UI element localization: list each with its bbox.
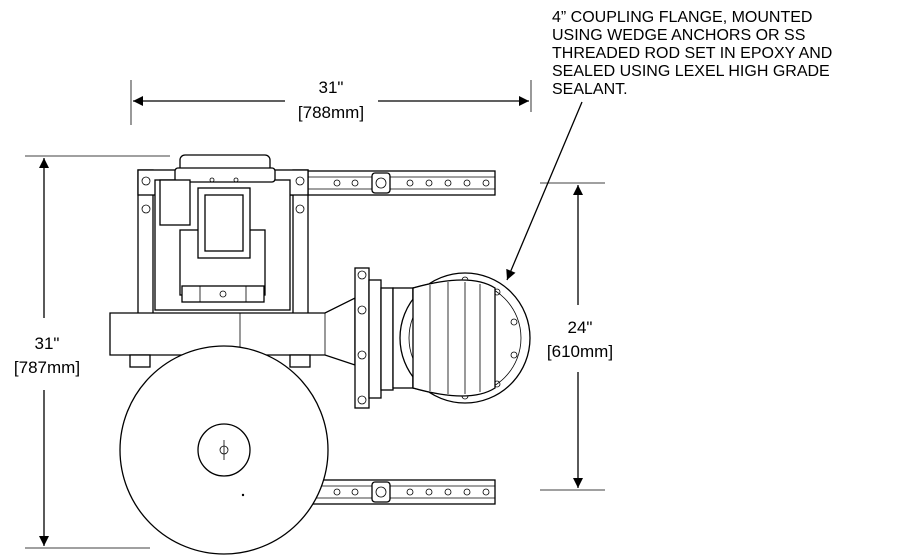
- coupling-flange: [399, 272, 531, 404]
- pump-base-body: [109, 296, 356, 368]
- callout-line-5: SEALANT.: [552, 81, 628, 98]
- top-mounting-rail: [289, 170, 496, 196]
- top-width-imperial: 31": [319, 78, 344, 97]
- callout-leader-arrow: [506, 101, 583, 281]
- left-height-dimension: 31" [787mm]: [14, 155, 170, 549]
- right-height-imperial: 24": [568, 318, 593, 337]
- callout-line-2: USING WEDGE ANCHORS OR SS: [552, 27, 805, 44]
- right-height-dimension: 24" [610mm]: [540, 182, 613, 491]
- coupling-flange-callout: 4” COUPLING FLANGE, MOUNTED USING WEDGE …: [506, 9, 832, 281]
- left-height-imperial: 31": [35, 334, 60, 353]
- top-width-dimension: 31" [788mm]: [130, 78, 532, 125]
- callout-line-3: THREADED ROD SET IN EPOXY AND: [552, 45, 832, 62]
- right-height-metric: [610mm]: [547, 342, 613, 361]
- bottom-mounting-rail: [299, 479, 496, 505]
- pump-tank: [119, 345, 329, 555]
- control-panel-frame: [137, 154, 309, 316]
- top-width-metric: [788mm]: [298, 103, 364, 122]
- left-height-metric: [787mm]: [14, 358, 80, 377]
- callout-line-4: SEALED USING LEXEL HIGH GRADE: [552, 63, 830, 80]
- callout-line-1: 4” COUPLING FLANGE, MOUNTED: [552, 9, 812, 26]
